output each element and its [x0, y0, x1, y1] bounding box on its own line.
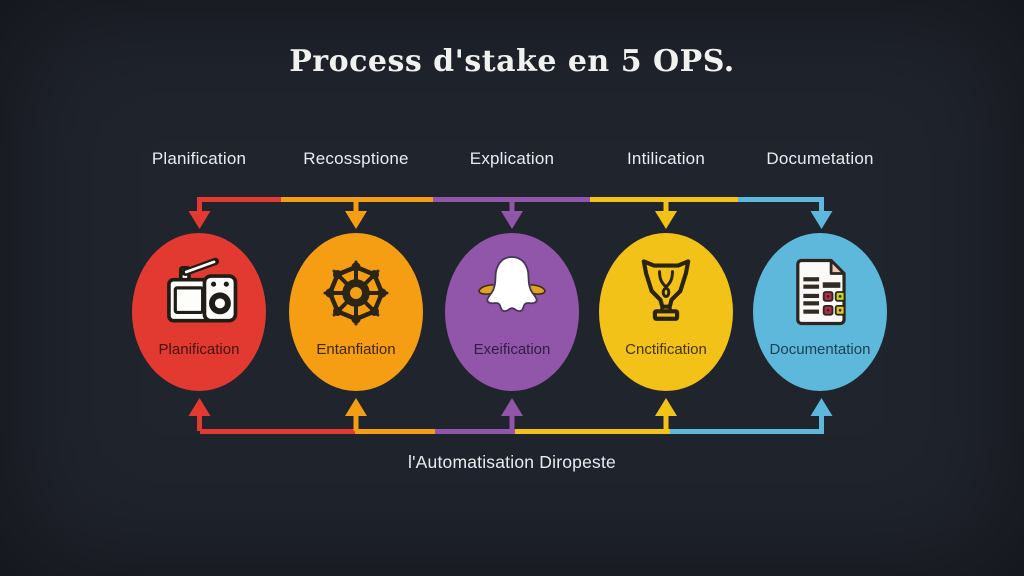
step-ellipse-exeification — [445, 233, 579, 391]
arrow-up-icon — [655, 398, 677, 416]
trophy-icon — [641, 259, 691, 321]
radio-icon — [167, 257, 238, 323]
document-icon — [796, 258, 846, 326]
top-label-planification: Planification — [151, 149, 247, 168]
connector-stub — [197, 413, 202, 431]
arrow-down-icon — [501, 211, 523, 229]
connector-segment — [670, 429, 824, 434]
connector-stub — [197, 197, 202, 213]
connector-stub — [663, 197, 669, 213]
arrow-down-icon — [345, 211, 367, 229]
top-label-explication: Explication — [469, 149, 555, 168]
arrow-up-icon — [345, 398, 367, 416]
connector-stub — [353, 197, 359, 213]
connector-segment — [435, 429, 515, 434]
arrow-down-icon — [655, 211, 677, 229]
connector-segment — [200, 429, 355, 434]
footer-caption: l'Automatisation Diropeste — [408, 452, 616, 472]
arrow-down-icon — [188, 211, 211, 229]
connector-stub — [509, 197, 515, 213]
step-label-documentation: Documentation — [769, 341, 871, 358]
step-label-cnctification: Cnctification — [625, 341, 707, 358]
step-label-exeification: Exeification — [473, 341, 551, 358]
connector-segment — [355, 429, 435, 434]
connector-stub — [509, 413, 515, 431]
step-label-entanfiation: Entanfiation — [316, 341, 396, 358]
connector-stub — [819, 197, 824, 213]
connector-segment — [738, 197, 824, 202]
connector-segment — [197, 197, 281, 202]
page-title: Process d'stake en 5 OPS. — [289, 44, 735, 79]
top-label-documetation: Documetation — [766, 149, 874, 168]
connector-segment — [515, 429, 670, 434]
connector-stub — [663, 413, 669, 431]
step-label-planification: Planification — [158, 341, 240, 358]
network-icon — [323, 260, 389, 326]
top-label-recossptione: Recossptione — [303, 149, 409, 168]
connector-stub — [819, 413, 824, 431]
top-connector — [188, 197, 833, 229]
ghost-icon — [478, 256, 546, 313]
bottom-connector — [188, 398, 833, 434]
arrow-up-icon — [810, 398, 833, 416]
arrow-down-icon — [810, 211, 833, 229]
connector-stub — [353, 413, 359, 431]
top-label-intilication: Intilication — [627, 149, 705, 168]
arrow-up-icon — [188, 398, 211, 416]
arrow-up-icon — [501, 398, 523, 416]
